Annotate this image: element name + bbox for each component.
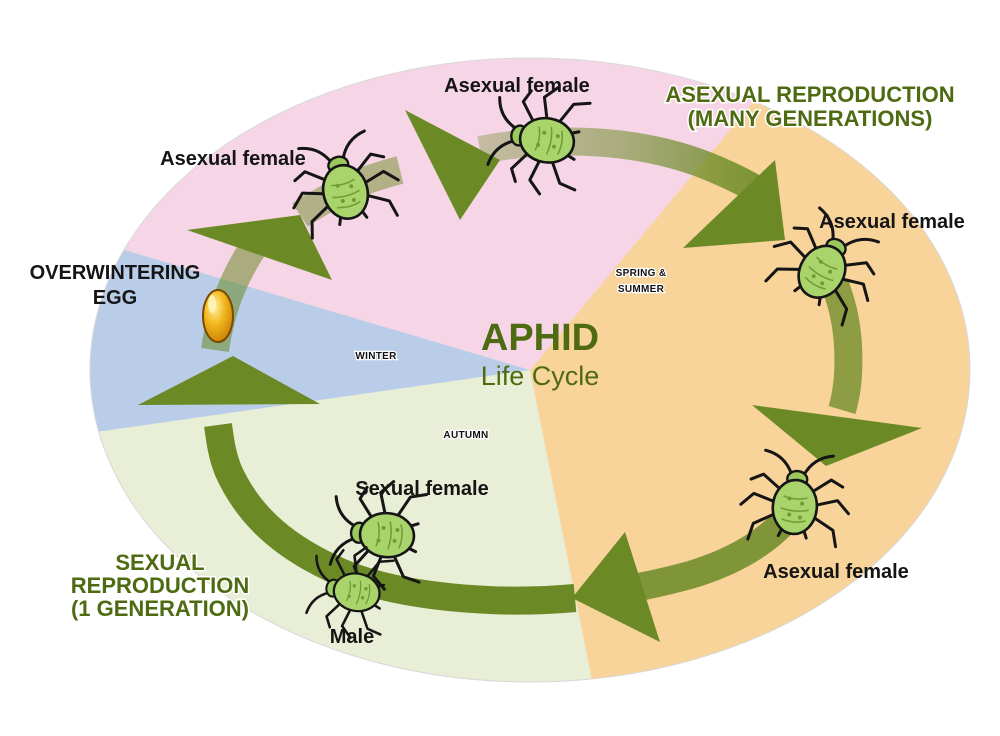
- egg-icon: [202, 289, 234, 343]
- phase-label-asexual: ASEXUAL REPRODUCTION: [665, 82, 954, 107]
- stage-label: Asexual female: [819, 211, 965, 233]
- phase-label-asexual: (MANY GENERATIONS): [688, 106, 933, 131]
- season-label-spring-summer: SPRING &: [616, 268, 667, 279]
- phase-label-sexual: SEXUAL: [115, 550, 204, 575]
- diagram-title: APHID: [481, 317, 599, 359]
- stage-label: Male: [330, 626, 374, 648]
- arrow-shaft-bottom: [204, 423, 577, 615]
- arrow-head-bottom: [572, 532, 660, 642]
- phase-label-sexual: (1 GENERATION): [71, 596, 249, 621]
- diagram-subtitle: Life Cycle: [481, 361, 600, 391]
- cycle-ellipse-outline: [89, 57, 971, 683]
- phase-label-sexual: REPRODUCTION: [71, 573, 249, 598]
- arrow-head-summer: [683, 160, 785, 248]
- phase-label-egg: OVERWINTERING: [30, 262, 201, 284]
- stage-label: Asexual female: [444, 75, 590, 97]
- stage-label: Sexual female: [355, 478, 488, 500]
- arrow-head-egg: [187, 215, 332, 280]
- season-label-autumn: AUTUMN: [443, 430, 488, 441]
- phase-label-egg: EGG: [93, 287, 137, 309]
- stage-label: Asexual female: [763, 561, 909, 583]
- arrow-head-right: [752, 405, 922, 466]
- arrow-head-spring: [405, 110, 500, 220]
- season-label-winter: WINTER: [355, 351, 397, 362]
- stage-label: Asexual female: [160, 148, 306, 170]
- winter-sector: [90, 225, 530, 440]
- arrow-head-winter: [138, 356, 320, 405]
- arrow-shaft-right: [821, 279, 863, 415]
- season-label-spring-summer: SUMMER: [618, 284, 665, 295]
